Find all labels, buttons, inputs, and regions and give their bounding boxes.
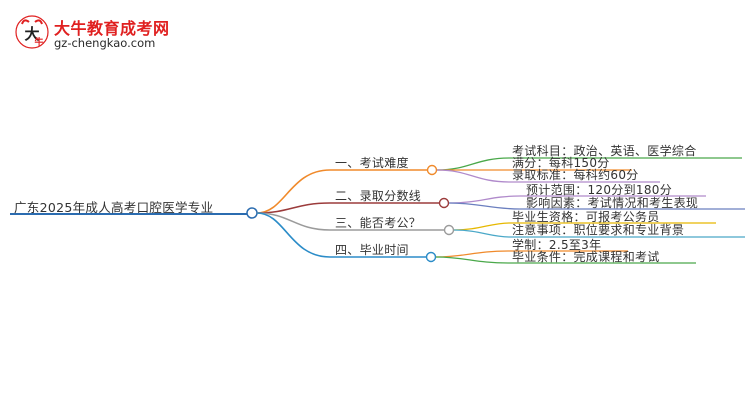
- branch-topic-2[interactable]: 二、录取分数线: [335, 189, 422, 203]
- leaf-topic-4-2[interactable]: 毕业条件：完成课程和考试: [512, 250, 660, 264]
- branch-node-3: [443, 224, 455, 236]
- leaf-topic-2-2[interactable]: 影响因素：考试情况和考生表现: [526, 196, 699, 210]
- svg-text:牛: 牛: [34, 36, 43, 48]
- leaf-topic-1-1[interactable]: 考试科目：政治、英语、医学综合: [512, 144, 697, 158]
- branch-topic-3[interactable]: 三、能否考公？: [335, 216, 422, 230]
- connector-leaf-1-3: [436, 169, 660, 183]
- site-logo[interactable]: 大 牛 大牛教育成考网 gz-chengkao.com: [14, 14, 169, 54]
- connector-branch-4: [256, 212, 427, 258]
- branch-node-1: [426, 164, 438, 176]
- logo-title: 大牛教育成考网: [54, 19, 170, 38]
- branch-node-2: [438, 197, 450, 209]
- bull-head-icon: 大 牛: [15, 15, 49, 49]
- leaf-topic-1-2[interactable]: 满分：每科150分: [512, 156, 610, 170]
- branch-node-4: [425, 251, 437, 263]
- connector-leaf-4-2: [435, 256, 696, 264]
- leaf-topic-1-3[interactable]: 录取标准：每科约60分: [512, 168, 639, 182]
- svg-text:大: 大: [24, 25, 39, 43]
- connector-leaf-3-2: [453, 229, 745, 238]
- connector-leaf-2-2: [448, 202, 745, 210]
- leaf-topic-2-1[interactable]: 预计范围：120分到180分: [526, 183, 673, 197]
- connector-branch-3: [256, 212, 445, 231]
- branch-topic-1[interactable]: 一、考试难度: [335, 156, 409, 170]
- leaf-topic-3-1[interactable]: 毕业生资格：可报考公务员: [512, 210, 660, 224]
- root-topic[interactable]: 广东2025年成人高考口腔医学专业: [14, 200, 214, 215]
- branch-topic-4[interactable]: 四、毕业时间: [335, 243, 409, 257]
- leaf-topic-3-2[interactable]: 注意事项：职位要求和专业背景: [512, 223, 685, 237]
- logo-url: gz-chengkao.com: [54, 36, 156, 50]
- leaf-topic-4-1[interactable]: 学制：2.5至3年: [512, 238, 602, 252]
- connector-branch-1: [256, 169, 430, 214]
- root-node: [246, 207, 258, 219]
- connector-branch-2: [256, 202, 440, 214]
